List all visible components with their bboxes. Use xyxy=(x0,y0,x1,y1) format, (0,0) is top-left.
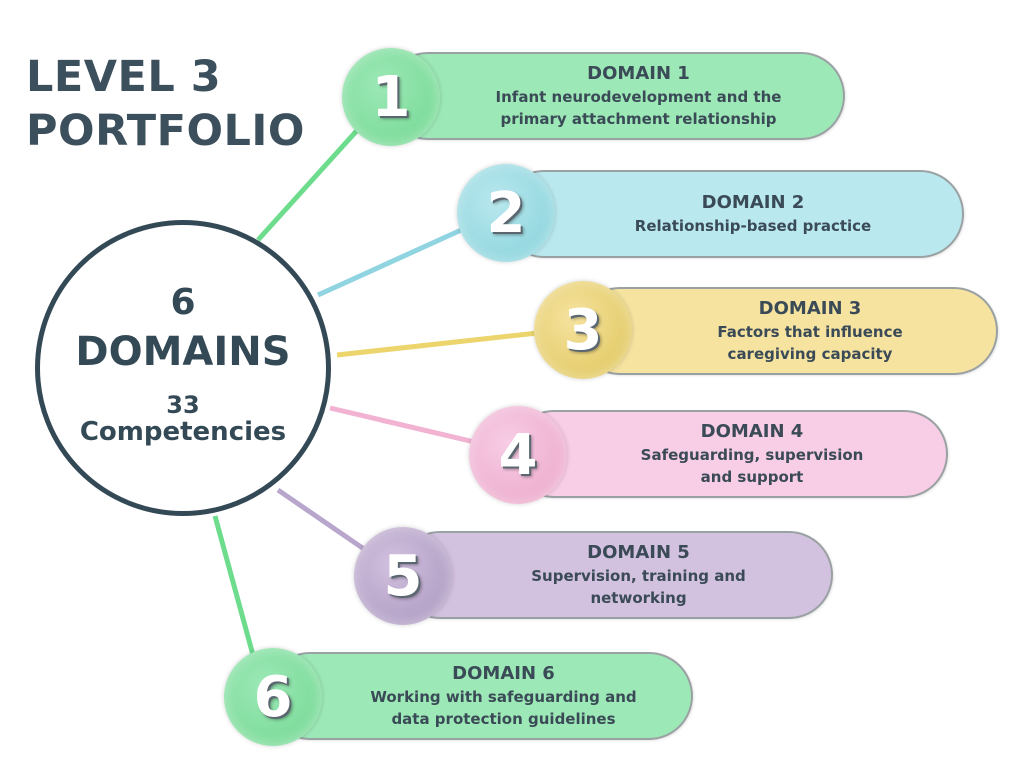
title-line-1: LEVEL 3 xyxy=(26,52,222,102)
hub-domain-label: DOMAINS xyxy=(75,329,291,375)
domain-1-desc-line-2: primary attachment relationship xyxy=(500,110,777,128)
domain-3-desc-line-1: Factors that influence xyxy=(717,323,903,341)
domain-3-badge: 3 xyxy=(534,281,632,379)
domain-6-pill: DOMAIN 6 Working with safeguarding and d… xyxy=(266,652,693,740)
domain-1-number: 1 xyxy=(371,64,411,130)
domain-5-desc-line-1: Supervision, training and xyxy=(531,567,746,585)
domain-3-number: 3 xyxy=(563,297,603,363)
domain-6-heading: DOMAIN 6 xyxy=(452,663,555,684)
domain-6-number: 6 xyxy=(253,664,293,730)
domain-4-pill: DOMAIN 4 Safeguarding, supervision and s… xyxy=(510,410,948,498)
domain-3-heading: DOMAIN 3 xyxy=(758,298,862,319)
title-line-2: PORTFOLIO xyxy=(26,106,305,156)
hub-competency-label: Competencies xyxy=(79,417,287,447)
domain-1-pill: DOMAIN 1 Infant neurodevelopment and the… xyxy=(384,52,845,140)
domain-4-heading: DOMAIN 4 xyxy=(700,421,804,442)
domain-4-desc-line-1: Safeguarding, supervision xyxy=(640,446,864,464)
domain-5-desc-line-2: networking xyxy=(590,589,687,607)
domain-3-desc-line-2: caregiving capacity xyxy=(727,345,893,363)
domain-5-number: 5 xyxy=(383,543,423,609)
domain-1-desc-line-1: Infant neurodevelopment and the xyxy=(495,88,782,106)
domain-1-heading: DOMAIN 1 xyxy=(587,63,690,84)
hub-domain-count: 6 xyxy=(170,282,196,323)
domain-5-pill: DOMAIN 5 Supervision, training and netwo… xyxy=(396,531,833,619)
hub-circle: 6 DOMAINS 33 Competencies xyxy=(35,220,331,516)
domain-6-desc-line-2: data protection guidelines xyxy=(391,710,616,728)
domain-4-desc-line-2: and support xyxy=(700,468,804,486)
domain-2-desc-line-1: Relationship-based practice xyxy=(634,217,872,235)
domain-4-number: 4 xyxy=(498,422,538,488)
domain-2-pill: DOMAIN 2 Relationship-based practice xyxy=(500,170,964,258)
domain-2-badge: 2 xyxy=(457,164,555,262)
domain-3-pill: DOMAIN 3 Factors that influence caregivi… xyxy=(576,287,998,375)
domain-2-heading: DOMAIN 2 xyxy=(701,192,805,213)
page-title: LEVEL 3 PORTFOLIO xyxy=(26,50,305,158)
domain-6-desc-line-1: Working with safeguarding and xyxy=(370,688,637,706)
domain-5-heading: DOMAIN 5 xyxy=(587,542,690,563)
domain-1-badge: 1 xyxy=(342,48,440,146)
domain-6-badge: 6 xyxy=(224,648,322,746)
domain-2-number: 2 xyxy=(486,180,526,246)
domain-5-badge: 5 xyxy=(354,527,452,625)
hub-competency-count: 33 xyxy=(166,391,200,419)
connector-3 xyxy=(336,327,566,358)
domain-4-badge: 4 xyxy=(469,406,567,504)
